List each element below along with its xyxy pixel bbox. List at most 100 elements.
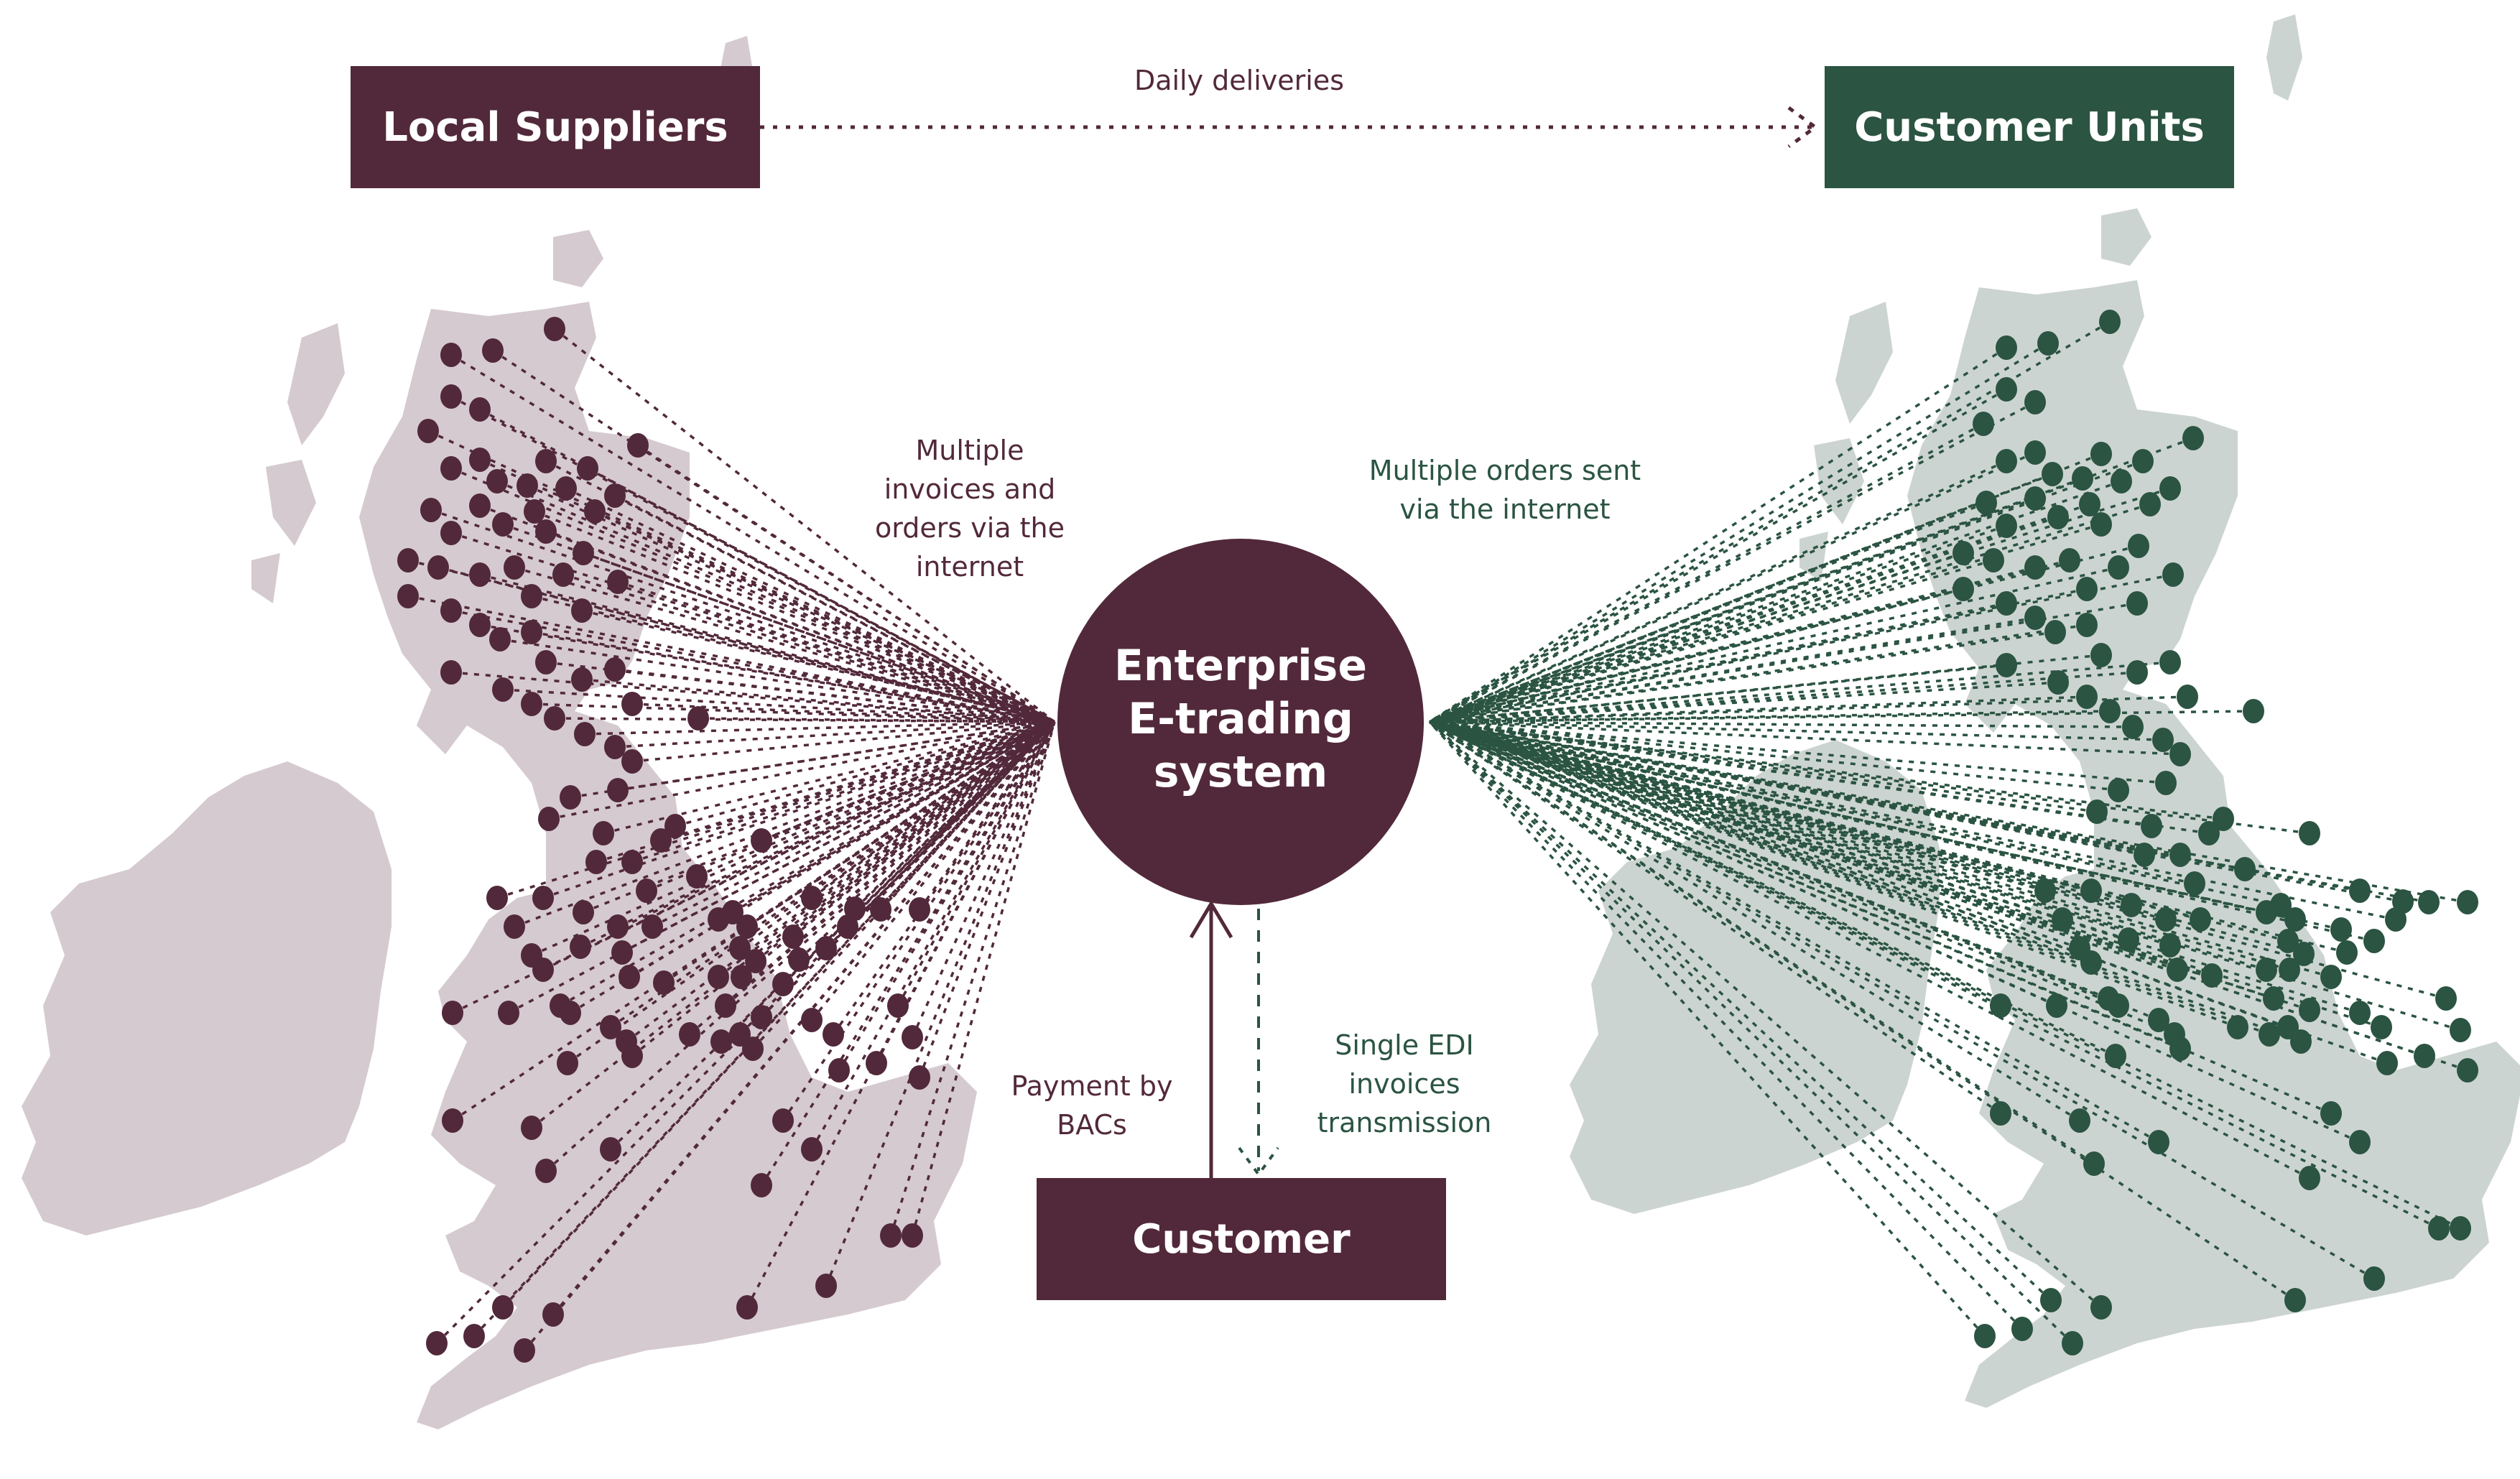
customer-unit-location-dot	[2284, 1288, 2306, 1312]
customer-unit-location-dot	[2435, 986, 2457, 1011]
supplier-location-dot	[729, 936, 751, 960]
supplier-location-dot	[731, 965, 752, 989]
customer-unit-location-dot	[2293, 942, 2315, 966]
supplier-location-dot	[604, 735, 626, 759]
supplier-location-dot	[909, 1065, 930, 1090]
customer-units-label: Customer Units	[1854, 103, 2205, 151]
supplier-location-dot	[521, 1116, 542, 1140]
customer-unit-location-dot	[2090, 643, 2112, 667]
supplier-connection-line	[570, 720, 1055, 1014]
supplier-location-dot	[555, 476, 577, 501]
supplier-connection-line	[514, 566, 1055, 723]
customer-unit-location-dot	[2047, 505, 2069, 529]
supplier-connection-line	[502, 688, 1055, 723]
supplier-location-dot	[607, 570, 629, 594]
payment-arrowhead-icon	[1189, 900, 1233, 939]
customer-unit-connection-line	[1429, 681, 2059, 723]
customer-unit-connection-line	[1429, 720, 2296, 1302]
supplier-connection-line	[581, 609, 1055, 723]
supplier-connection-line	[587, 467, 1055, 723]
customer-unit-location-dot	[2024, 555, 2046, 580]
customer-unit-connection-line	[1429, 720, 2348, 954]
customer-unit-connection-line	[1429, 720, 2361, 1014]
customer-unit-location-dot	[2169, 843, 2191, 867]
supplier-connection-line	[553, 328, 1056, 723]
supplier-location-dot	[532, 958, 554, 982]
edi-arrowhead-icon	[1238, 1146, 1279, 1177]
customer-unit-location-dot	[2256, 958, 2277, 982]
customer-unit-location-dot	[2414, 1044, 2435, 1068]
supplier-connection-line	[560, 720, 1055, 1007]
supplier-location-dot	[557, 1051, 578, 1075]
supplier-location-dot	[801, 1137, 823, 1162]
customer-unit-location-dot	[2128, 534, 2149, 558]
customer-unit-location-dot	[2011, 1317, 2033, 1341]
customer-unit-location-dot	[2155, 907, 2177, 932]
supplier-location-dot	[621, 749, 643, 774]
supplier-location-dot	[426, 1331, 448, 1355]
supplier-location-dot	[621, 692, 643, 716]
supplier-location-dot	[801, 886, 823, 910]
supplier-connection-line	[542, 720, 1055, 899]
supplier-connection-line	[581, 678, 1055, 723]
supplier-location-dot	[504, 914, 525, 939]
supplier-connection-line	[646, 720, 1055, 892]
supplier-connection-line	[594, 510, 1055, 723]
customer-unit-location-dot	[2148, 1130, 2169, 1154]
supplier-location-dot	[397, 548, 419, 572]
supplier-location-dot	[538, 807, 560, 831]
supplier-location-dot	[686, 864, 708, 889]
supplier-location-dot	[736, 914, 758, 939]
customer-unit-location-dot	[2277, 929, 2299, 953]
customer-unit-location-dot	[2279, 958, 2300, 982]
supplier-location-dot	[469, 448, 491, 472]
supplier-location-dot	[902, 1223, 923, 1248]
customer-unit-location-dot	[2044, 620, 2066, 644]
customer-unit-connection-line	[1429, 720, 2468, 904]
customer-unit-connection-line	[1429, 631, 2056, 723]
supplier-location-dot	[469, 613, 491, 637]
customer-unit-connection-line	[1429, 720, 2159, 1144]
payment-label: Payment by BACs	[1011, 1070, 1173, 1141]
supplier-connection-line	[565, 487, 1055, 723]
supplier-connection-line	[583, 552, 1055, 723]
supplier-connection-line	[531, 631, 1055, 723]
supplier-location-dot	[782, 924, 804, 949]
supplier-location-dot	[815, 1274, 837, 1298]
customer-unit-connection-line	[1429, 720, 2310, 1179]
customer-unit-location-dot	[2385, 907, 2406, 932]
customer-unit-connection-line	[1429, 720, 2296, 921]
supplier-connection-line	[911, 721, 1056, 1038]
supplier-location-dot	[521, 692, 542, 716]
supplier-connection-line	[614, 668, 1055, 723]
supplier-location-dot	[440, 598, 462, 623]
customer-unit-location-dot	[2024, 486, 2046, 511]
customer-unit-location-dot	[2299, 998, 2320, 1022]
supplier-connection-line	[479, 573, 1055, 723]
supplier-location-dot	[641, 914, 663, 939]
customer-unit-location-dot	[2450, 1018, 2471, 1042]
customer-unit-location-dot	[2108, 778, 2129, 802]
customer-unit-location-dot	[2376, 1051, 2398, 1075]
customer-unit-location-dot	[1990, 993, 2011, 1018]
customer-unit-location-dot	[2086, 799, 2108, 824]
customer-unit-connection-line	[1429, 720, 2361, 1144]
customer-unit-location-dot	[2118, 927, 2139, 952]
customer-unit-location-dot	[2177, 685, 2198, 709]
customer-unit-location-dot	[2299, 1166, 2320, 1190]
customer-unit-location-dot	[2069, 1108, 2090, 1133]
supplier-location-dot	[442, 1108, 463, 1133]
customer-unit-connection-line	[1429, 720, 2210, 835]
customer-node	[1037, 1178, 1446, 1300]
customer-unit-location-dot	[2148, 1008, 2169, 1032]
supplier-connection-line	[717, 720, 1056, 978]
customer-unit-location-dot	[2139, 492, 2161, 516]
customer-unit-location-dot	[2079, 492, 2100, 516]
customer-unit-connection-line	[1429, 524, 2007, 723]
supplier-connection-line	[496, 480, 1055, 723]
customer-unit-location-dot	[2040, 1288, 2062, 1312]
customer-unit-location-dot	[2184, 871, 2205, 896]
customer-unit-location-dot	[2349, 1001, 2371, 1025]
supplier-connection-line	[570, 720, 1055, 799]
